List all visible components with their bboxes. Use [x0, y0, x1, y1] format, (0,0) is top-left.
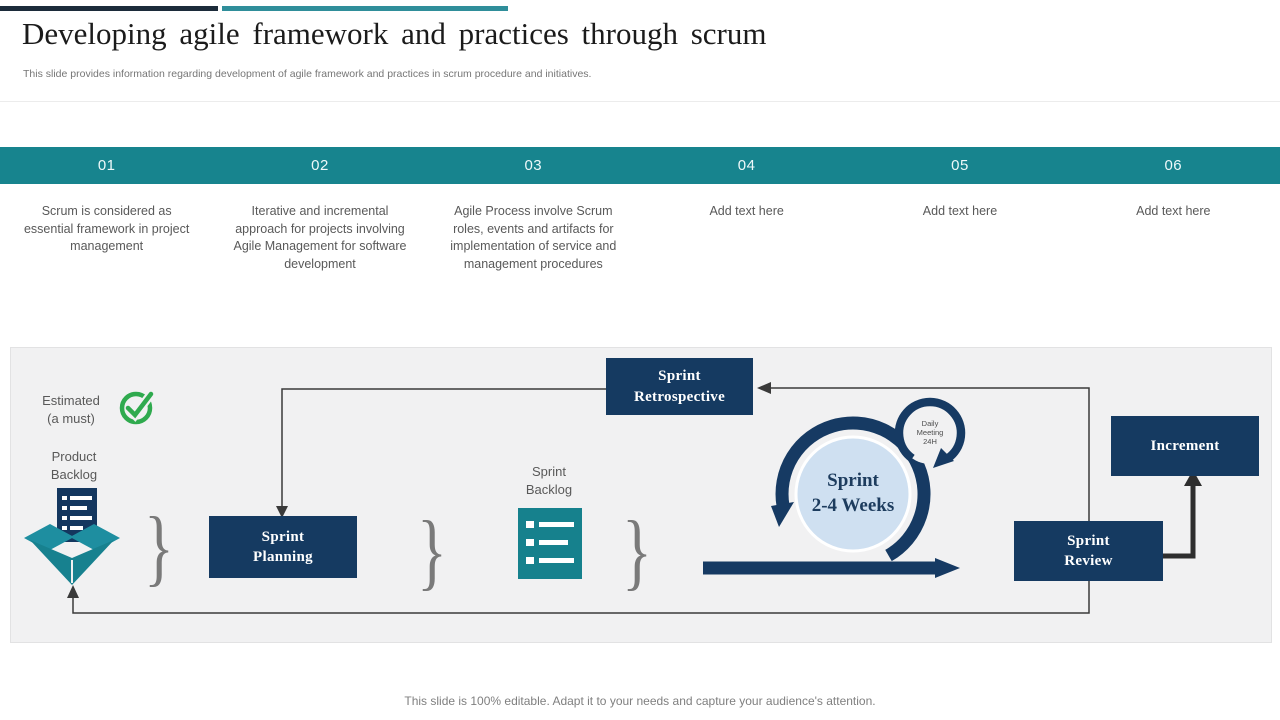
daily-meeting-label: Daily Meeting 24H [916, 419, 944, 446]
accent-bar-dark [0, 6, 218, 11]
increment-box: Increment [1111, 416, 1259, 476]
step-number-2: 02 [311, 157, 329, 174]
sprint-planning-box: Sprint Planning [209, 516, 357, 578]
step-text-2: Iterative and incremental approach for p… [233, 204, 407, 271]
step-number-bar: 01 02 03 04 05 06 [0, 147, 1280, 184]
page-title: Developing agile framework and practices… [22, 16, 767, 51]
step-text-placeholder-4[interactable]: Add text here [709, 204, 784, 218]
slide-subtitle: This slide provides information regardin… [23, 68, 592, 80]
arrow-left-icon [757, 382, 771, 394]
product-backlog-label: Product Backlog [50, 449, 98, 482]
step-text-placeholder-5[interactable]: Add text here [922, 204, 998, 218]
step-descriptions-row: Scrum is considered as essential framewo… [0, 203, 1280, 273]
small-circular-arrow-icon [894, 397, 966, 462]
sprint-flow-arrow-head-icon [935, 558, 960, 578]
arrow-up-bold-icon [1184, 470, 1202, 486]
small-circular-arrow-head-icon [933, 448, 954, 468]
brace-icon: } [622, 502, 652, 599]
step-number-1: 01 [97, 157, 116, 174]
arrow-up-icon [67, 585, 79, 598]
sprint-cycle-circle [794, 435, 912, 553]
brace-icon: } [417, 502, 447, 599]
step-text-3: Agile Process involve Scrum roles, event… [450, 204, 617, 271]
check-circle-icon [119, 391, 155, 425]
header-divider [0, 101, 1280, 102]
brace-icon: } [144, 498, 174, 595]
circular-arrow-icon [775, 416, 931, 562]
accent-bar-teal [222, 6, 508, 11]
daily-meeting-circle-bg [899, 402, 961, 464]
step-text-placeholder-6[interactable]: Add text here [1136, 204, 1211, 218]
diagram-connectors-layer [24, 382, 1202, 614]
checklist-icon [518, 508, 582, 579]
step-number-6: 06 [1164, 157, 1183, 174]
step-number-4: 04 [737, 157, 756, 174]
sprint-review-box: Sprint Review [1014, 521, 1163, 581]
scrum-diagram-panel: Estimated (a must) Product Backlog Sprin… [10, 347, 1272, 643]
arrow-down-icon [276, 506, 288, 518]
step-text-1: Scrum is considered as essential framewo… [23, 204, 190, 253]
step-number-5: 05 [951, 157, 969, 174]
connector-retrospective-to-planning [281, 388, 606, 508]
connector-review-to-increment [1163, 484, 1196, 559]
connector-review-loop [72, 387, 1090, 614]
sprint-retrospective-box: Sprint Retrospective [606, 358, 753, 415]
circular-arrow-head-icon [771, 502, 794, 527]
open-box-document-icon [24, 488, 120, 585]
estimated-label: Estimated (a must) [42, 393, 100, 426]
sprint-backlog-label: Sprint Backlog [525, 464, 573, 497]
step-number-3: 03 [524, 157, 543, 174]
slide-footer-note: This slide is 100% editable. Adapt it to… [404, 694, 876, 708]
sprint-cycle-label: Sprint 2-4 Weeks [811, 470, 895, 516]
